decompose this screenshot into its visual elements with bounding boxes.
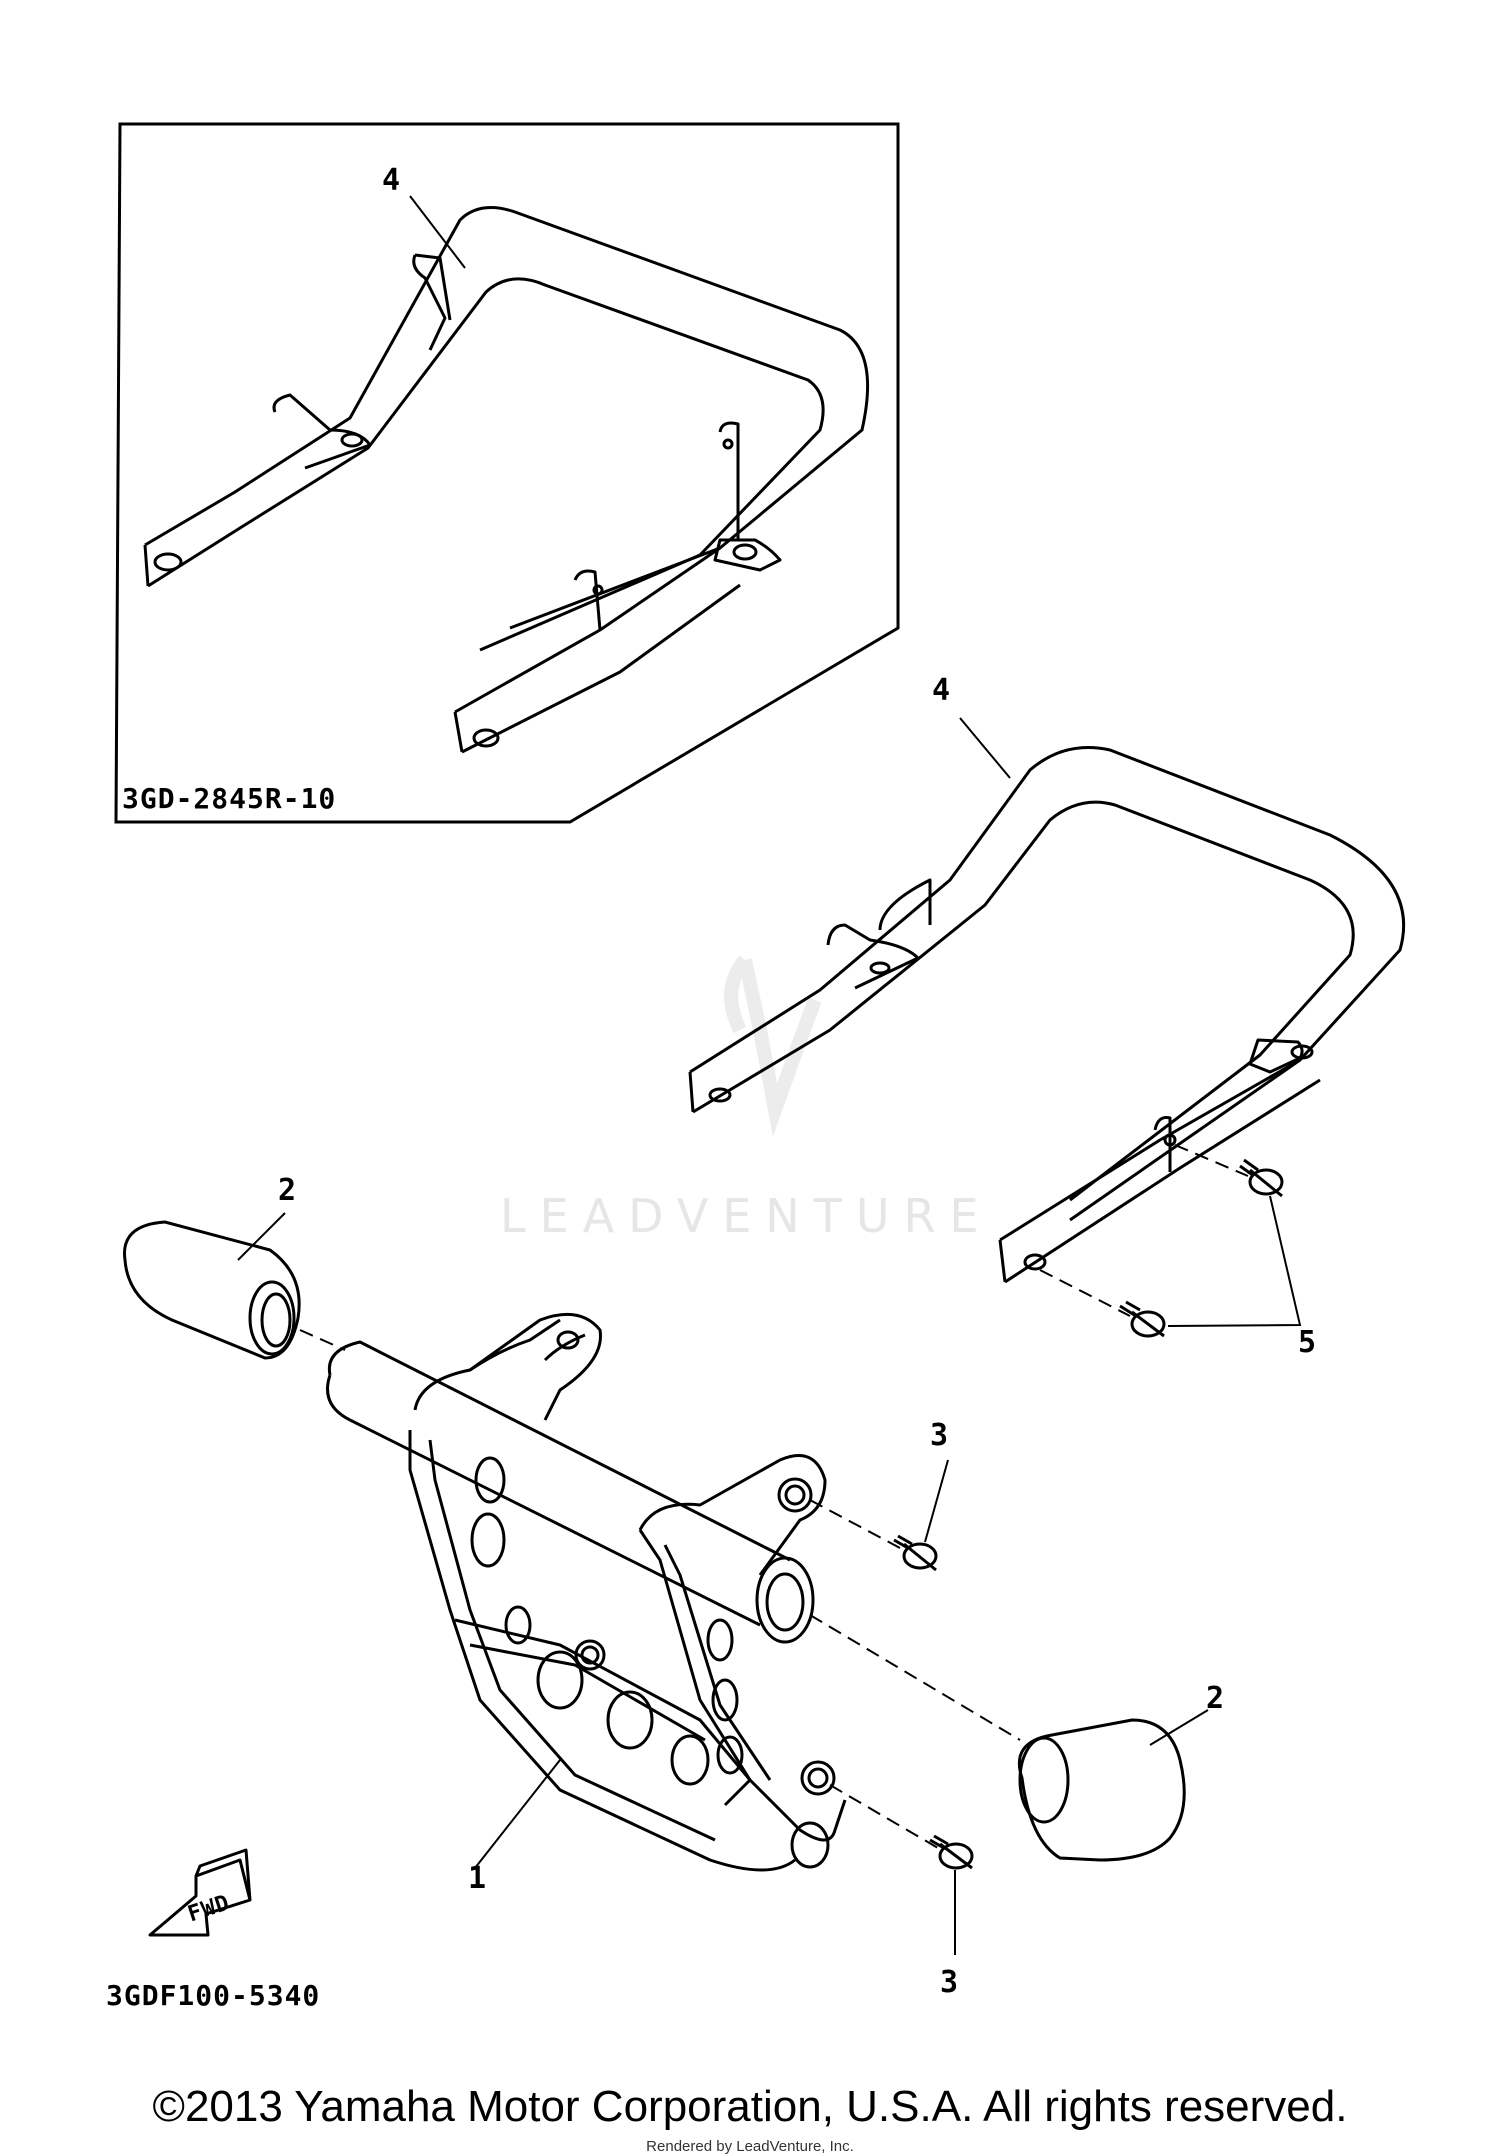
leader-line-1 [474,1759,561,1869]
bumper-cap-right [1017,1718,1186,1862]
leader-line-5 [1167,1195,1302,1327]
callout-1: 1 [468,1861,486,1896]
axis-line-3-lower [829,1784,939,1849]
rendered-by-text: Rendered by LeadVenture, Inc. [646,2138,854,2155]
fwd-arrow-icon [148,1848,252,1937]
watermark-text: LEADVENTURE [500,1189,993,1243]
callout-4a: 4 [382,163,400,198]
copyright-notice: ©2013 Yamaha Motor Corporation, U.S.A. A… [152,2082,1348,2131]
bolt-5-upper [1239,1158,1284,1198]
callout-3a: 3 [930,1418,948,1453]
inset-part-code: 3GD-2845R-10 [122,782,336,815]
callout-3b: 3 [940,1965,958,2000]
axis-line-2-right [809,1614,1021,1741]
axis-line-2-left [299,1329,346,1351]
leader-line-3a [924,1459,949,1543]
front-bumper [326,1312,847,1872]
callout-4b: 4 [932,673,950,708]
axis-line-3-upper [809,1499,901,1549]
bolt-5-lower [1119,1300,1166,1338]
grab-bar [688,746,1406,1284]
leader-line-2b [1149,1709,1209,1746]
bolt-3-upper [893,1534,938,1572]
inset-grab-bar [143,206,870,754]
leader-line-4b [959,717,1011,779]
leader-line-4a [409,195,466,269]
callout-2a: 2 [278,1173,296,1208]
parts-diagram: LEADVENTURE 3GD-2845R-10 4 [106,122,1406,2012]
fwd-label: FWD [185,1890,233,1927]
axis-line-5-lower [1039,1269,1131,1317]
callout-2b: 2 [1206,1681,1224,1716]
diagram-code: 3GDF100-5340 [106,1979,320,2012]
leader-line-2a [237,1212,286,1261]
axis-line-5-upper [1174,1144,1249,1177]
watermark: LEADVENTURE [500,955,993,1243]
bumper-cap-left [123,1220,301,1360]
leadventure-logo-icon [724,955,822,1137]
bolt-3-lower [929,1834,974,1870]
callout-5: 5 [1298,1325,1316,1360]
inset-box [114,122,900,824]
